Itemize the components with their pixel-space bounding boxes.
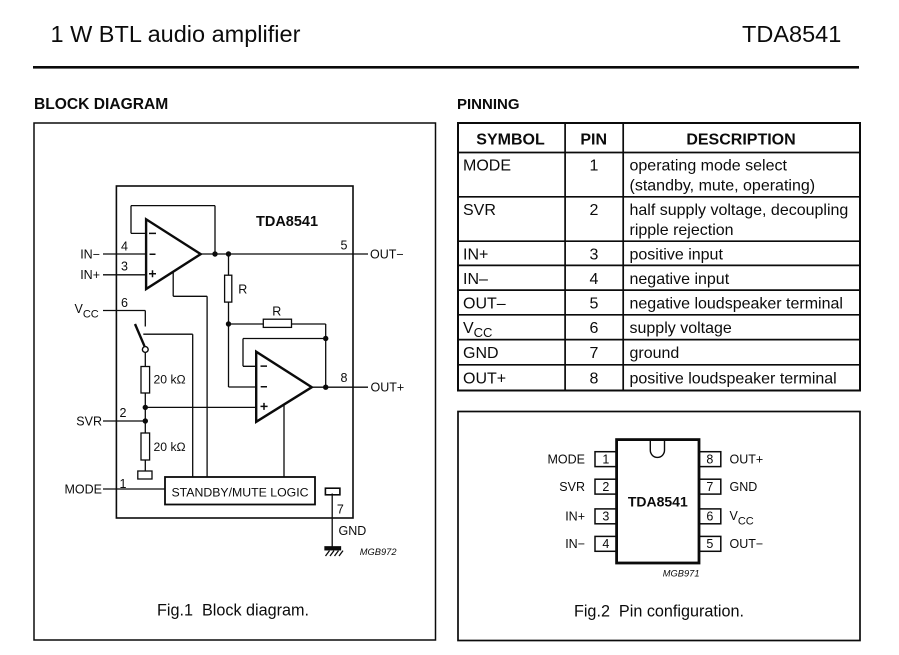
svg-text:20 kΩ: 20 kΩ xyxy=(154,373,186,387)
svg-text:MODE: MODE xyxy=(65,483,103,497)
svg-text:3: 3 xyxy=(590,246,599,263)
svg-text:4: 4 xyxy=(602,537,609,551)
svg-text:SYMBOL: SYMBOL xyxy=(476,131,545,148)
svg-text:7: 7 xyxy=(337,503,344,517)
svg-text:20 kΩ: 20 kΩ xyxy=(154,440,186,454)
svg-text:IN−: IN− xyxy=(80,248,100,262)
svg-text:IN+: IN+ xyxy=(565,510,585,524)
svg-text:3: 3 xyxy=(121,260,128,274)
svg-text:GND: GND xyxy=(339,524,367,538)
svg-text:MODE: MODE xyxy=(548,453,586,467)
svg-text:3: 3 xyxy=(602,510,609,524)
svg-text:TDA8541: TDA8541 xyxy=(256,214,318,230)
svg-text:VCC: VCC xyxy=(730,509,754,527)
svg-text:OUT–: OUT– xyxy=(463,295,506,312)
svg-text:VCC: VCC xyxy=(463,320,492,340)
svg-text:negative loudspeaker terminal: negative loudspeaker terminal xyxy=(630,295,843,312)
svg-text:OUT+: OUT+ xyxy=(371,381,405,395)
svg-text:VCC: VCC xyxy=(75,302,99,320)
svg-text:STANDBY/MUTE LOGIC: STANDBY/MUTE LOGIC xyxy=(171,485,308,499)
svg-text:7: 7 xyxy=(706,480,713,494)
svg-text:8: 8 xyxy=(341,371,348,385)
svg-text:MODE: MODE xyxy=(463,158,511,175)
svg-text:1: 1 xyxy=(590,158,599,175)
svg-text:SVR: SVR xyxy=(559,480,585,494)
svg-text:SVR: SVR xyxy=(463,202,496,219)
svg-text:5: 5 xyxy=(590,295,599,312)
svg-text:GND: GND xyxy=(463,345,499,362)
svg-text:IN−: IN− xyxy=(565,537,585,551)
svg-text:operating mode select: operating mode select xyxy=(630,158,788,175)
svg-text:MGB971: MGB971 xyxy=(663,569,700,579)
svg-text:Fig.2 Pin configuration.: Fig.2 Pin configuration. xyxy=(574,603,744,621)
svg-text:PINNING: PINNING xyxy=(457,96,520,113)
svg-text:R: R xyxy=(272,304,281,318)
svg-text:ground: ground xyxy=(630,345,680,362)
svg-text:1: 1 xyxy=(602,453,609,467)
svg-text:PIN: PIN xyxy=(580,131,607,148)
svg-text:GND: GND xyxy=(730,480,758,494)
svg-text:8: 8 xyxy=(590,371,599,388)
svg-text:TDA8541: TDA8541 xyxy=(628,494,688,510)
svg-text:half supply voltage, decouplin: half supply voltage, decoupling xyxy=(630,202,849,219)
svg-text:6: 6 xyxy=(121,296,128,310)
svg-text:ripple rejection: ripple rejection xyxy=(630,222,734,239)
svg-text:2: 2 xyxy=(602,480,609,494)
svg-text:R: R xyxy=(238,283,247,297)
svg-text:6: 6 xyxy=(590,320,599,337)
svg-text:4: 4 xyxy=(590,271,599,288)
svg-text:SVR: SVR xyxy=(76,415,102,429)
svg-text:8: 8 xyxy=(706,453,713,467)
svg-text:IN+: IN+ xyxy=(463,246,488,263)
svg-text:TDA8541: TDA8541 xyxy=(742,21,841,47)
svg-text:1: 1 xyxy=(120,477,127,491)
svg-text:OUT+: OUT+ xyxy=(463,371,506,388)
svg-text:(standby, mute, operating): (standby, mute, operating) xyxy=(630,178,816,195)
svg-text:5: 5 xyxy=(706,537,713,551)
svg-text:positive loudspeaker terminal: positive loudspeaker terminal xyxy=(630,371,837,388)
svg-text:negative input: negative input xyxy=(630,271,730,288)
svg-text:5: 5 xyxy=(341,239,348,253)
svg-text:BLOCK DIAGRAM: BLOCK DIAGRAM xyxy=(34,96,168,113)
svg-text:supply voltage: supply voltage xyxy=(630,320,732,337)
svg-text:Fig.1 Block diagram.: Fig.1 Block diagram. xyxy=(157,602,309,620)
svg-text:IN+: IN+ xyxy=(80,268,100,282)
svg-text:MGB972: MGB972 xyxy=(360,547,398,557)
svg-text:DESCRIPTION: DESCRIPTION xyxy=(686,131,795,148)
svg-text:2: 2 xyxy=(590,202,599,219)
svg-text:6: 6 xyxy=(706,510,713,524)
svg-text:IN–: IN– xyxy=(463,271,488,288)
svg-text:4: 4 xyxy=(121,240,128,254)
svg-text:1 W BTL audio amplifier: 1 W BTL audio amplifier xyxy=(51,21,301,47)
svg-text:OUT−: OUT− xyxy=(730,537,764,551)
svg-text:positive input: positive input xyxy=(630,246,724,263)
svg-text:OUT−: OUT− xyxy=(370,247,404,261)
svg-text:7: 7 xyxy=(590,345,599,362)
svg-text:OUT+: OUT+ xyxy=(730,453,764,467)
svg-text:2: 2 xyxy=(120,406,127,420)
